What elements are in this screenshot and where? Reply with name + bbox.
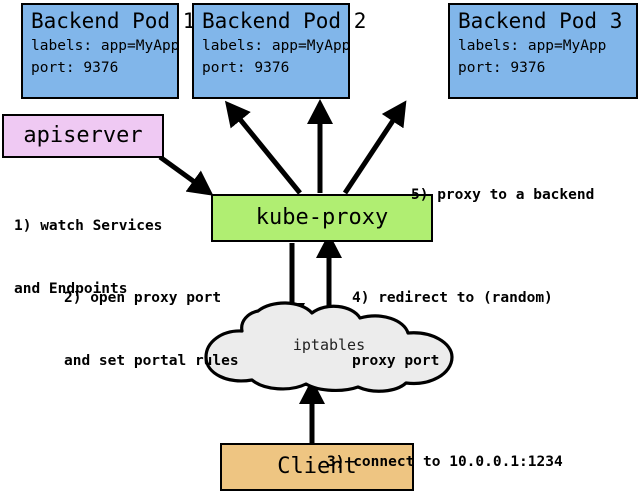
annotation-step-5-line-1: 5) proxy to a backend xyxy=(411,187,595,203)
arrow-kubeproxy-to-pod3 xyxy=(342,100,407,195)
pod-labels: labels: app=MyApp xyxy=(31,38,180,54)
apiserver-label: apiserver xyxy=(23,123,143,148)
annotation-step-3: 3) connect to 10.0.0.1:1234 xyxy=(327,410,563,494)
annotation-step-1: 1) watch Services and Endpoints xyxy=(14,174,162,342)
pod-labels: labels: app=MyApp xyxy=(202,38,351,54)
pod-title: Backend Pod 3 xyxy=(458,9,623,33)
pod-labels: labels: app=MyApp xyxy=(458,38,607,54)
backend-pod-1-box: Backend Pod 1 labels: app=MyApp port: 93… xyxy=(21,3,196,99)
annotation-step-4: 4) redirect to (random) proxy port xyxy=(352,246,553,414)
arrow-kubeproxy-to-pod1 xyxy=(224,100,302,195)
apiserver-box: apiserver xyxy=(2,114,164,158)
pod-port: port: 9376 xyxy=(31,60,119,76)
annotation-step-2-line-1: 2) open proxy port xyxy=(64,290,222,306)
kube-proxy-label: kube-proxy xyxy=(255,205,389,230)
pod-port: port: 9376 xyxy=(202,60,290,76)
client-label: Client xyxy=(277,454,357,479)
annotation-step-2: 2) open proxy port and set portal rules xyxy=(64,246,239,414)
pod-title: Backend Pod 1 xyxy=(31,9,196,33)
backend-pod-3-box: Backend Pod 3 labels: app=MyApp port: 93… xyxy=(448,3,638,99)
annotation-step-1-line-2: and Endpoints xyxy=(14,281,128,297)
annotation-step-4-line-2: proxy port xyxy=(352,353,440,369)
arrow-apiserver-to-kubeproxy xyxy=(158,154,214,196)
annotation-step-4-line-1: 4) redirect to (random) xyxy=(352,290,553,306)
annotation-step-3-line-1: 3) connect to 10.0.0.1:1234 xyxy=(327,454,563,470)
annotation-step-1-line-1: 1) watch Services xyxy=(14,218,163,234)
annotation-step-2-line-2: and set portal rules xyxy=(64,353,239,369)
pod-title: Backend Pod 2 xyxy=(202,9,367,33)
kube-proxy-box: kube-proxy xyxy=(211,194,433,242)
pod-port: port: 9376 xyxy=(458,60,546,76)
backend-pod-2-box: Backend Pod 2 labels: app=MyApp port: 93… xyxy=(192,3,367,99)
annotation-step-5: 5) proxy to a backend xyxy=(411,143,594,248)
client-box: Client xyxy=(220,443,414,491)
